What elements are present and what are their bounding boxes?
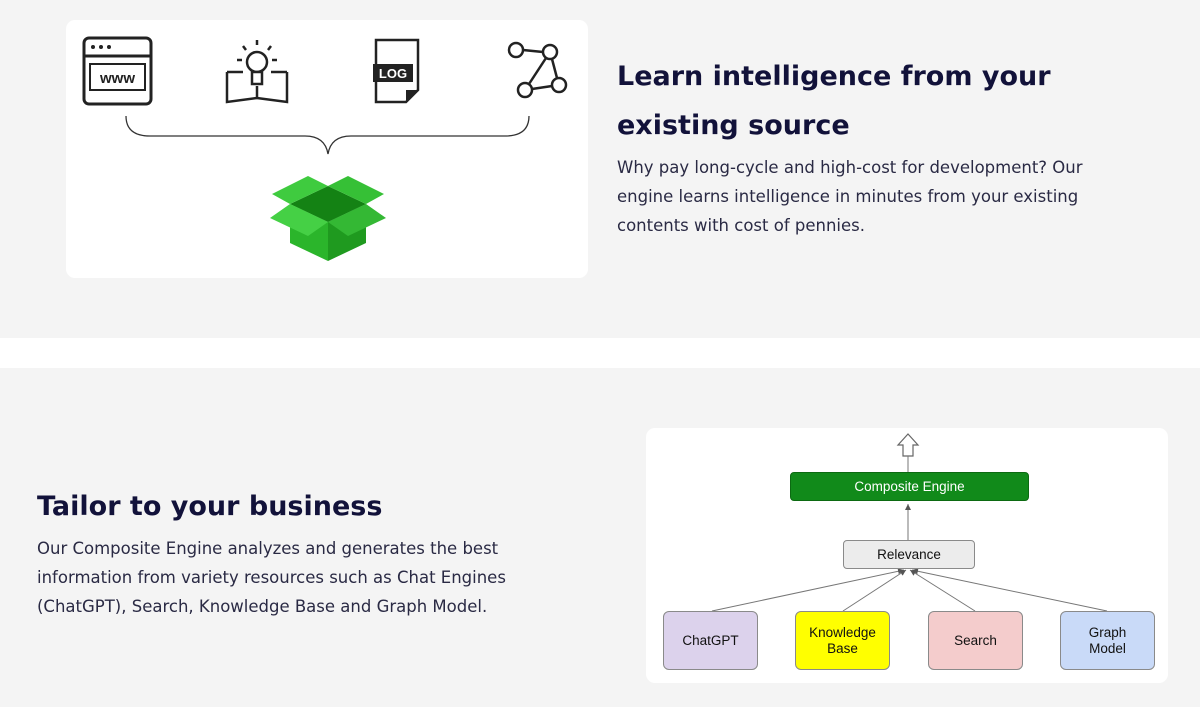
browser-www-icon: www — [82, 36, 153, 106]
business-paragraph: Our Composite Engine analyzes and genera… — [37, 539, 506, 616]
lightbulb-book-icon — [225, 40, 289, 104]
chatgpt-node: ChatGPT — [663, 611, 758, 670]
log-label: LOG — [379, 66, 407, 81]
search-node: Search — [928, 611, 1023, 670]
section-divider — [0, 338, 1200, 368]
relevance-node: Relevance — [843, 540, 975, 569]
graph-model-node: Graph Model — [1060, 611, 1155, 670]
composite-engine-node: Composite Engine — [790, 472, 1029, 501]
brace-connector — [125, 115, 530, 155]
source-paragraph: Why pay long-cycle and high-cost for dev… — [617, 158, 1083, 235]
source-heading: Learn intelligence from your existing so… — [617, 61, 1051, 141]
knowledge-base-node: Knowledge Base — [795, 611, 890, 670]
green-box-icon — [270, 176, 386, 261]
graph-nodes-icon — [507, 41, 568, 99]
log-file-icon: LOG — [373, 38, 420, 104]
diagram-connectors — [711, 433, 1108, 612]
www-label: www — [99, 70, 135, 87]
business-heading: Tailor to your business — [37, 491, 383, 522]
